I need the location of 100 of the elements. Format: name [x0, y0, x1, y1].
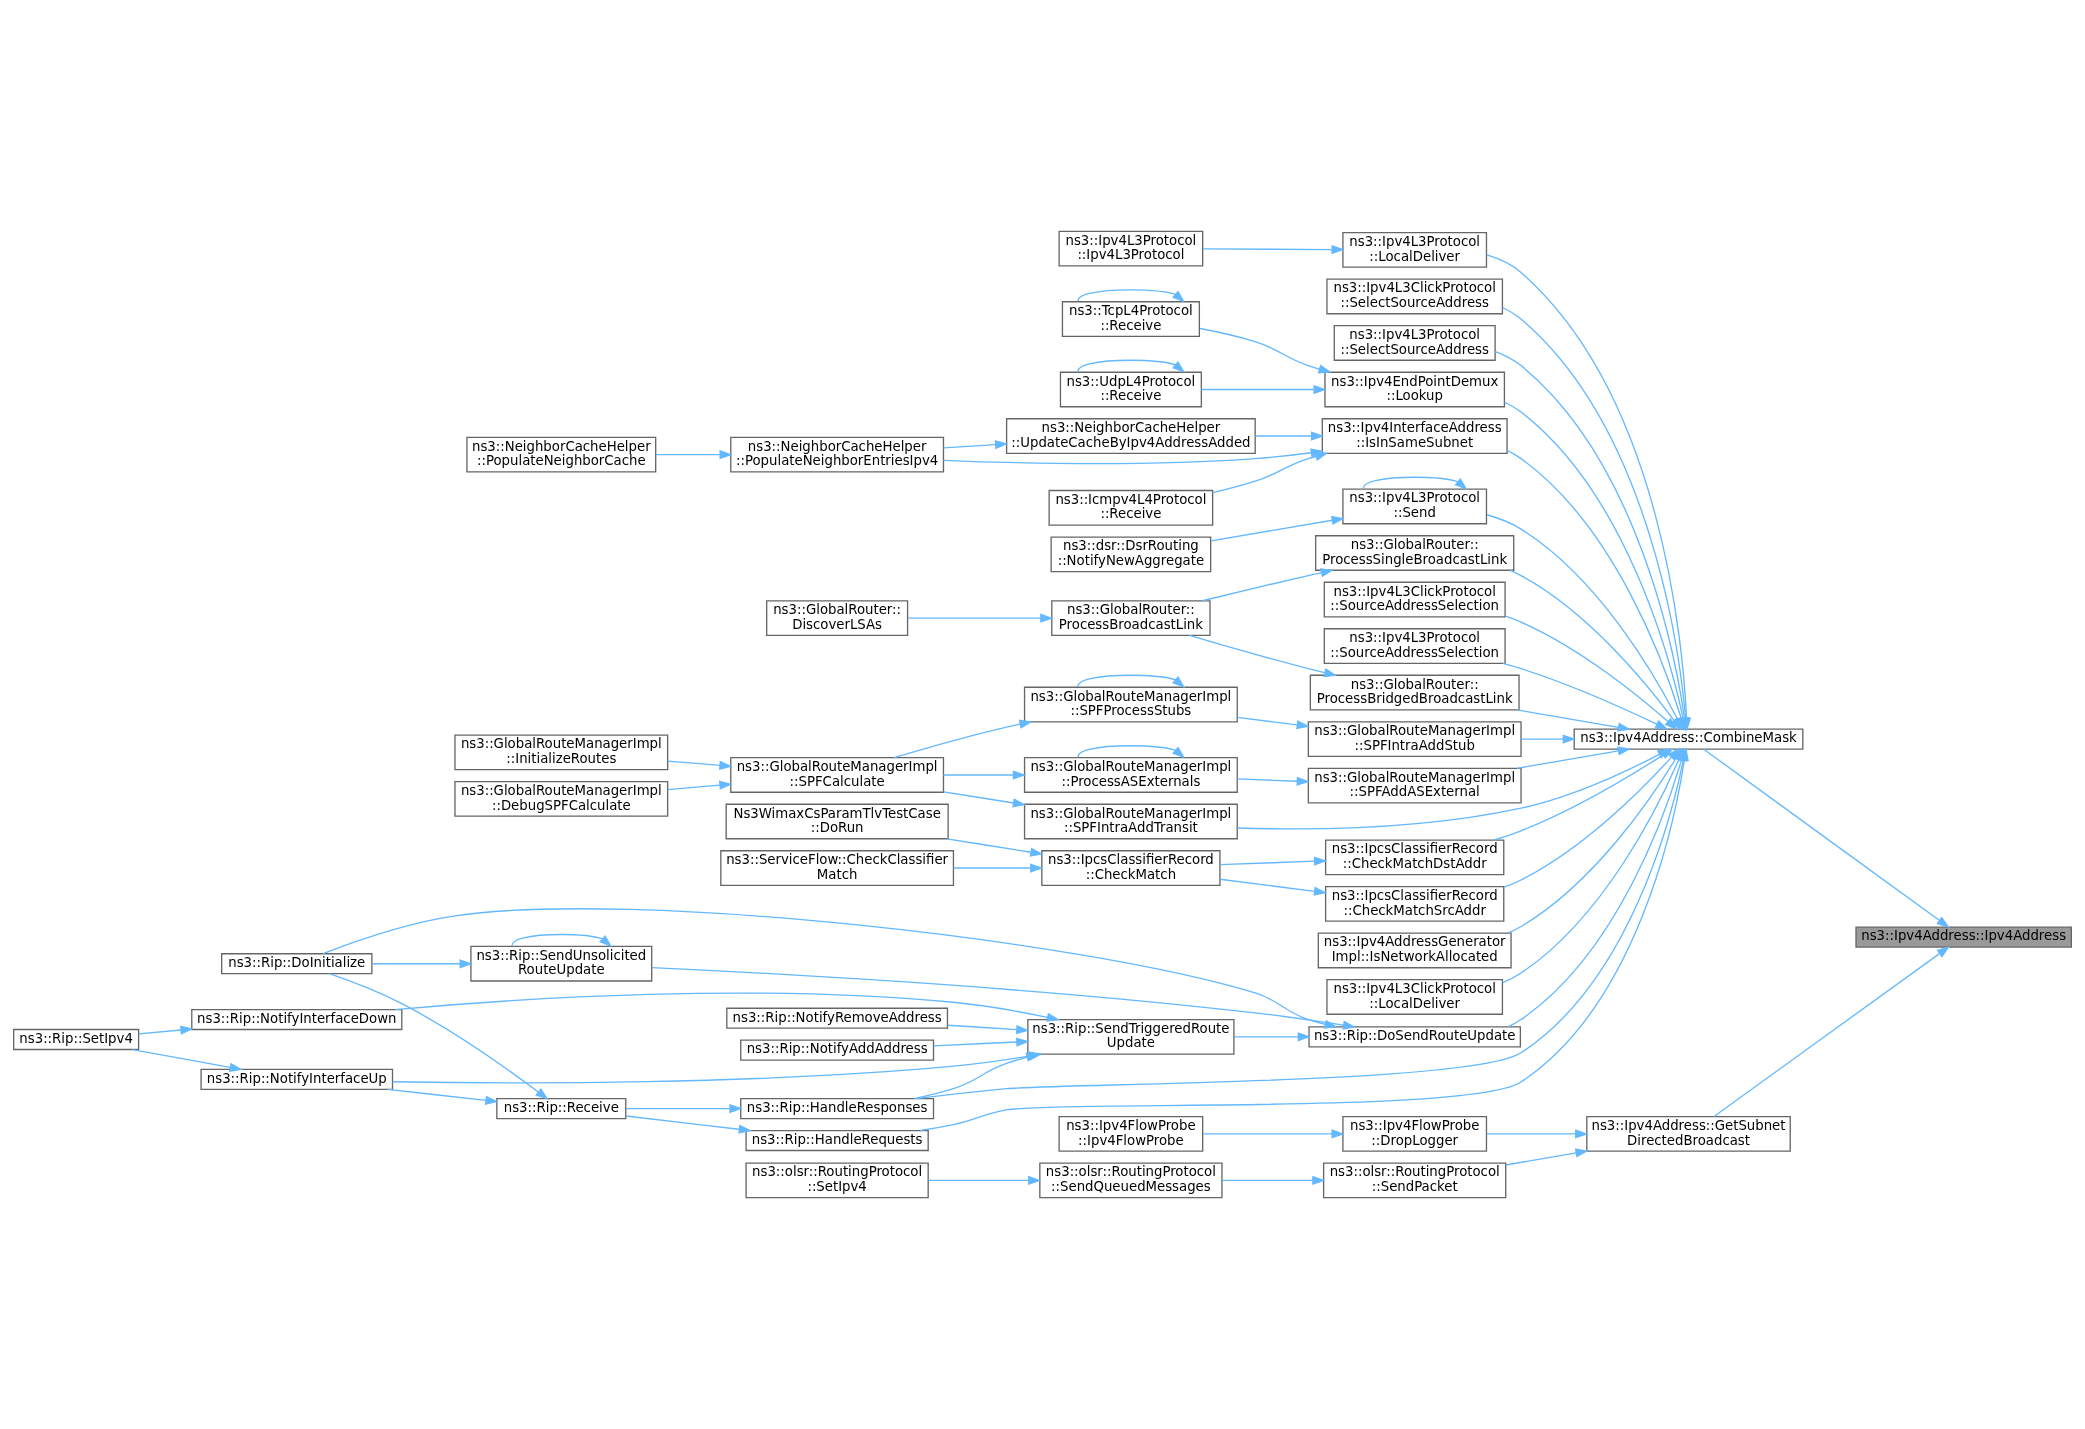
node-box: ns3::Ipv4FlowProbe ::DropLogger [1342, 1115, 1488, 1152]
node-box: ns3::Ipv4AddressGenerator Impl::IsNetworkAllocated [1317, 932, 1512, 969]
arrow [667, 760, 733, 770]
arrow [1219, 878, 1328, 896]
arrow [1505, 1148, 1589, 1166]
node-box: ns3::dsr::DsrRouting ::NotifyNewAggregate [1050, 536, 1212, 573]
arrow [946, 838, 1044, 857]
arrow [907, 613, 1054, 623]
node-box: ns3::Ipv4L3ClickProtocol ::SelectSourceAddress [1326, 278, 1504, 315]
arrow [1520, 734, 1576, 744]
arrow [1077, 745, 1186, 759]
arrow [1236, 776, 1310, 786]
arrow [1202, 1129, 1345, 1139]
node-box: ns3::olsr::RoutingProtocol ::SendQueuedMessages [1039, 1162, 1223, 1199]
node-box: ns3::GlobalRouter:: DiscoverLSAs [766, 600, 909, 637]
arrow [394, 992, 1060, 1022]
arrow [1502, 662, 1669, 730]
node-box: ns3::Ipv4L3ClickProtocol ::SourceAddressSelection [1323, 581, 1506, 618]
node-box: ns3::Rip::SetIpv4 [13, 1028, 140, 1051]
node-box: ns3::GlobalRouteManagerImpl ::InitializeRoutes [454, 734, 669, 771]
arrow [1210, 515, 1345, 542]
node-box: ns3::Ipv4InterfaceAddress ::IsInSameSubnet [1321, 418, 1508, 454]
arrow [942, 439, 1009, 450]
arrow [138, 1025, 194, 1035]
node-box: ns3::Ipv4Address::CombineMask [1573, 728, 1804, 750]
arrow [893, 719, 1033, 759]
arrow [927, 1175, 1042, 1186]
node-box: ns3::Rip::HandleResponses [740, 1098, 935, 1120]
arrow [655, 449, 733, 460]
node-box: ns3::Ipv4Address::GetSubnet DirectedBroadcast [1586, 1115, 1791, 1152]
node-box: ns3::IpcsClassifierRecord ::CheckMatchSrcAddr [1324, 885, 1505, 922]
arrow [1077, 674, 1186, 689]
node-box: ns3::Ipv4EndPointDemux ::Lookup [1324, 371, 1506, 408]
arrow [1485, 1129, 1589, 1139]
node-box: ns3::GlobalRouteManagerImpl ::SPFIntraAddStub [1307, 721, 1522, 758]
node-box: ns3::Rip::NotifyInterfaceUp [200, 1068, 394, 1090]
node-box: ns3::Rip::NotifyInterfaceDown [191, 1008, 403, 1031]
node-box: ns3::GlobalRouteManagerImpl ::SPFAddASExternal [1307, 767, 1522, 804]
arrow [328, 973, 549, 1100]
arrow [1202, 244, 1345, 255]
arrow [1077, 359, 1186, 374]
node-box: ns3::Rip::HandleRequests [745, 1129, 929, 1152]
node-box: ns3::NeighborCacheHelper ::UpdateCacheByIpv4AddressAdded [1005, 418, 1256, 454]
arrow [952, 863, 1044, 873]
arrow [1254, 431, 1325, 441]
arrow [1233, 1032, 1311, 1042]
node-box: ns3::Icmpv4L4Protocol ::Receive [1048, 489, 1214, 526]
arrow [1200, 384, 1327, 395]
arrow [942, 448, 1324, 465]
arrow [1516, 709, 1632, 732]
arrow [1199, 327, 1332, 374]
node-box: ns3::Rip::SendTriggeredRoute Update [1027, 1018, 1235, 1055]
node-box: Ns3WimaxCsParamTlvTestCase ::DoRun [725, 803, 949, 840]
arrow [131, 1048, 243, 1072]
arrow [625, 1115, 752, 1134]
arrow [947, 1024, 1030, 1035]
arrow [1077, 289, 1186, 303]
arrow [1516, 746, 1632, 769]
node-box: ns3::Ipv4L3Protocol ::SourceAddressSelection [1323, 628, 1506, 664]
arrow [386, 1088, 499, 1105]
node-box: ns3::GlobalRouteManagerImpl ::SPFIntraAddTransit [1023, 803, 1238, 840]
node-box: ns3::ServiceFlow::CheckClassifier Match [720, 850, 955, 886]
node-box: ns3::Ipv4L3ClickProtocol ::LocalDeliver [1326, 979, 1504, 1015]
node-box: ns3::Rip::NotifyRemoveAddress [726, 1007, 949, 1029]
node-box: ns3::Ipv4L3Protocol ::Send [1342, 488, 1488, 525]
arrow [667, 780, 733, 791]
node-box: ns3::Rip::Receive [496, 1098, 627, 1120]
node-box: ns3::GlobalRouter:: ProcessBroadcastLink [1051, 600, 1211, 637]
arrow [625, 1103, 743, 1114]
arrow [511, 933, 613, 948]
arrow [1362, 476, 1468, 491]
node-box: ns3::NeighborCacheHelper ::PopulateNeighborEntriesIpv4 [730, 436, 945, 473]
node-box: ns3::Ipv4FlowProbe ::Ipv4FlowProbe [1058, 1115, 1204, 1152]
arrow [942, 791, 1027, 808]
node-box: ns3::IpcsClassifierRecord ::CheckMatch [1041, 850, 1221, 886]
node-box: ns3::Rip::DoSendRouteUpdate [1308, 1026, 1522, 1048]
node-box: ns3::Ipv4Address::Ipv4Address [1855, 926, 2072, 948]
arrow [1703, 748, 1950, 928]
node-box: ns3::olsr::RoutingProtocol ::SetIpv4 [745, 1162, 929, 1199]
arrow [1236, 748, 1671, 830]
node-box: ns3::GlobalRouter:: ProcessSingleBroadcastLink [1315, 535, 1515, 571]
arrow [1713, 946, 1950, 1118]
arrow [1201, 568, 1334, 602]
node-box: ns3::olsr::RoutingProtocol ::SendPacket [1322, 1162, 1507, 1199]
node-box: ns3::Ipv4L3Protocol ::SelectSourceAddress [1333, 325, 1496, 361]
node-box: ns3::Rip::DoInitialize [221, 953, 373, 975]
node-box: ns3::GlobalRouteManagerImpl ::ProcessASExternals [1023, 757, 1238, 793]
node-box: ns3::Rip::SendUnsolicited RouteUpdate [470, 945, 653, 982]
node-box: ns3::Rip::NotifyAddAddress [740, 1039, 935, 1061]
node-box: ns3::GlobalRouteManagerImpl ::DebugSPFCalculate [454, 780, 669, 817]
node-box: ns3::GlobalRouteManagerImpl ::SPFCalculate [730, 757, 945, 793]
node-box: ns3::IpcsClassifierRecord ::CheckMatchDstAddr [1324, 839, 1505, 876]
arrow [1219, 856, 1328, 866]
node-box: ns3::GlobalRouter:: ProcessBridgedBroadcastLink [1309, 674, 1520, 711]
node-box: ns3::UdpL4Protocol ::Receive [1059, 371, 1202, 408]
node-box: ns3::Ipv4L3Protocol ::LocalDeliver [1342, 232, 1488, 268]
arrow [1221, 1175, 1326, 1186]
node-box: ns3::Ipv4L3Protocol ::Ipv4L3Protocol [1058, 230, 1204, 267]
node-box: ns3::NeighborCacheHelper ::PopulateNeighborCache [466, 436, 657, 473]
arrow [1188, 634, 1338, 678]
